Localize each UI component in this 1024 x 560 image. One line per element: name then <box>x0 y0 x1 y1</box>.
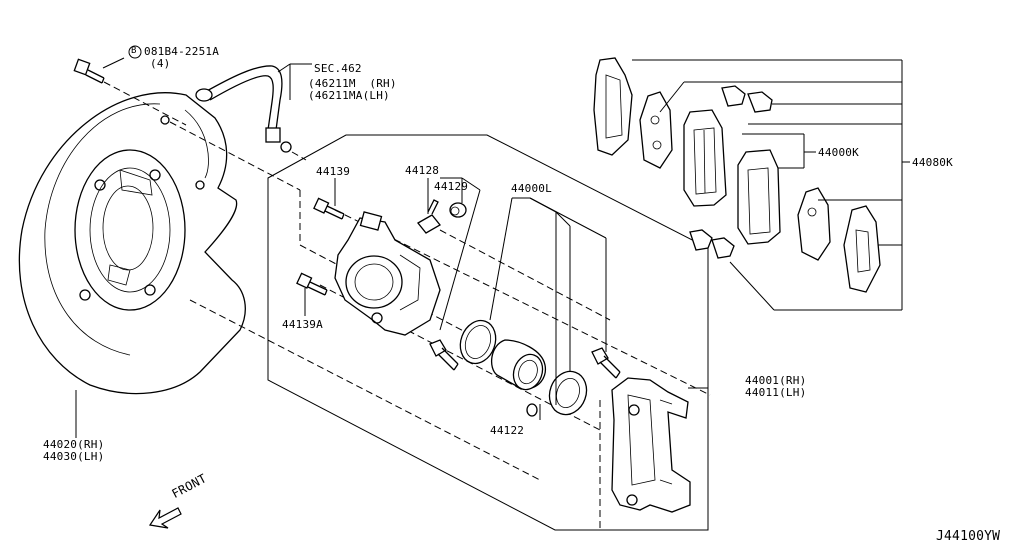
sec-lh-part: (46211MA(LH) <box>308 89 390 102</box>
bleeder-cap <box>449 202 467 218</box>
label-44080k: 44080K <box>912 156 953 169</box>
anti-squeal-shim-2 <box>639 91 673 169</box>
sec-reference: SEC.462 <box>314 62 362 75</box>
label-44129: 44129 <box>434 180 469 193</box>
piston-seal <box>459 319 497 365</box>
backing-plate <box>18 92 246 395</box>
diagram-code: J44100YW <box>936 529 1001 544</box>
label-44122: 44122 <box>490 424 525 437</box>
piston-boot <box>548 370 588 416</box>
caliper-body <box>334 211 441 336</box>
label-44128: 44128 <box>405 164 440 177</box>
bolt-quantity: (4) <box>150 57 171 70</box>
brake-pad-1 <box>683 109 727 207</box>
guide-bolt-44139a <box>296 272 328 296</box>
guide-pin-right <box>591 347 621 379</box>
label-44000l: 44000L <box>511 182 552 195</box>
bolt-circle-letter: B <box>131 46 137 56</box>
anti-squeal-shim-1 <box>593 57 633 156</box>
label-44011-lh: 44011(LH) <box>745 386 807 399</box>
label-44139a: 44139A <box>282 318 323 331</box>
piston <box>490 339 547 391</box>
label-44000k: 44000K <box>818 146 859 159</box>
anti-squeal-shim-4 <box>843 205 881 293</box>
caliper-bracket <box>611 377 691 513</box>
sec-rh-part: (46211M (RH) <box>308 77 397 90</box>
label-44001-rh: 44001(RH) <box>745 374 807 387</box>
label-44139: 44139 <box>316 165 351 178</box>
brake-hose <box>195 65 292 153</box>
bolt-part-number: 081B4-2251A <box>144 45 220 58</box>
small-o-ring <box>526 403 538 417</box>
bleeder-screw <box>417 199 441 234</box>
anti-squeal-shim-3 <box>797 187 831 261</box>
label-44020-rh: 44020(RH) <box>43 438 105 451</box>
bolt-circle-icon <box>128 45 142 59</box>
mounting-bolt <box>73 58 105 84</box>
caliper-assembly-boundary <box>267 134 709 531</box>
pad-clip <box>721 85 773 113</box>
front-arrow-icon <box>148 507 182 529</box>
pad-clip-lower <box>689 229 735 259</box>
guide-pin-left <box>429 339 459 371</box>
guide-bolt-44139 <box>313 197 345 220</box>
brake-pad-2 <box>737 149 781 245</box>
label-44030-lh: 44030(LH) <box>43 450 105 463</box>
